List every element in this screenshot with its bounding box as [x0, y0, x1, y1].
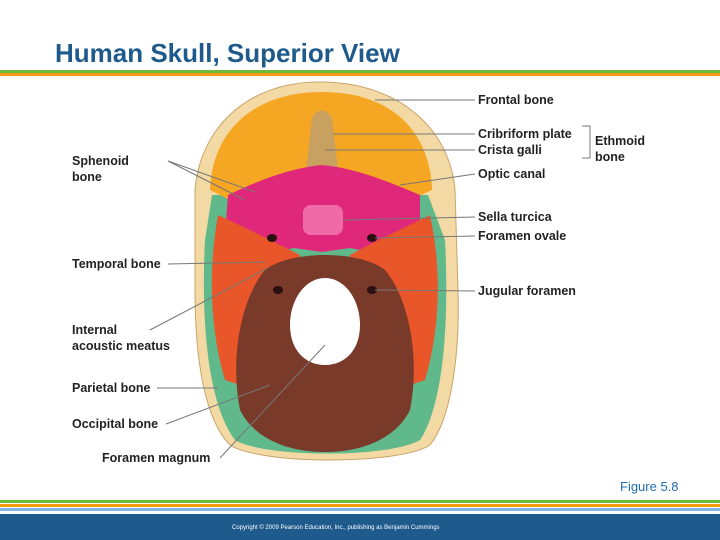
leader-lines — [149, 99, 591, 459]
label-foramen-magnum: Foramen magnum — [102, 451, 211, 465]
label-frontal-bone: Frontal bone — [478, 93, 554, 107]
footer-band — [0, 514, 720, 540]
foramen-ovale-right — [367, 234, 377, 242]
label-temporal-bone: Temporal bone — [72, 257, 161, 271]
label-sphenoid-bone: bone — [72, 170, 102, 184]
page-title: Human Skull, Superior View — [55, 38, 400, 68]
figure-label: Figure 5.8 — [620, 479, 679, 494]
label-optic-canal: Optic canal — [478, 167, 546, 181]
label-acoustic-meatus: acoustic meatus — [72, 339, 170, 353]
label-jugular-foramen: Jugular foramen — [478, 284, 576, 298]
cribriform-plate — [306, 110, 338, 170]
label-parietal-bone: Parietal bone — [72, 381, 151, 395]
label-sella-turcica: Sella turcica — [478, 210, 552, 224]
foramen-magnum — [290, 278, 360, 365]
label-internal: Internal — [72, 323, 118, 337]
sella-turcica — [303, 205, 343, 235]
label-sphenoid: Sphenoid — [72, 154, 129, 168]
label-occipital-bone: Occipital bone — [72, 417, 159, 431]
label-ethmoid: Ethmoid — [595, 134, 645, 148]
label-foramen-ovale: Foramen ovale — [478, 229, 567, 243]
label-ethmoid-bone: bone — [595, 150, 625, 164]
footer-stripe-lightblue — [0, 508, 720, 511]
footer-stripe-green — [0, 500, 720, 503]
header-stripe-orange — [0, 73, 720, 76]
jugular-foramen-left — [273, 286, 283, 294]
label-crista-galli: Crista galli — [478, 143, 542, 157]
footer-stripe-orange — [0, 504, 720, 507]
label-cribriform-plate: Cribriform plate — [478, 127, 572, 141]
jugular-foramen-right — [367, 286, 377, 294]
copyright-text: Copyright © 2009 Pearson Education, Inc.… — [232, 525, 440, 531]
foramen-ovale-left — [267, 234, 277, 242]
header-stripe-green — [0, 70, 720, 73]
